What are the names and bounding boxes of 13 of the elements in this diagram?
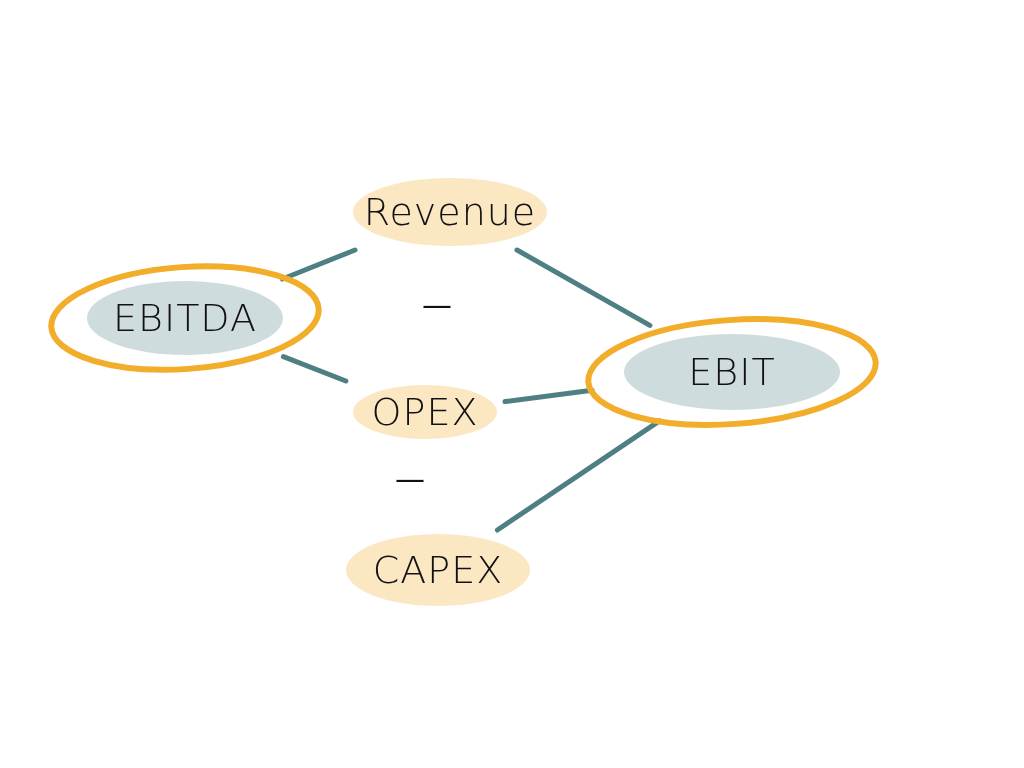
connector-line <box>280 354 349 384</box>
term-text: Revenue <box>363 190 537 234</box>
term-text: EBIT <box>688 350 776 394</box>
minus-sign: — <box>395 461 425 496</box>
connector-line <box>502 387 595 405</box>
term-text: OPEX <box>371 390 479 434</box>
minus-sign: — <box>422 287 452 322</box>
connector-line <box>514 247 653 328</box>
term-text: CAPEX <box>372 548 504 592</box>
connector-line <box>279 247 358 282</box>
circled-term <box>584 316 880 428</box>
term-text: EBITDA <box>113 296 257 340</box>
circled-term <box>47 263 323 373</box>
